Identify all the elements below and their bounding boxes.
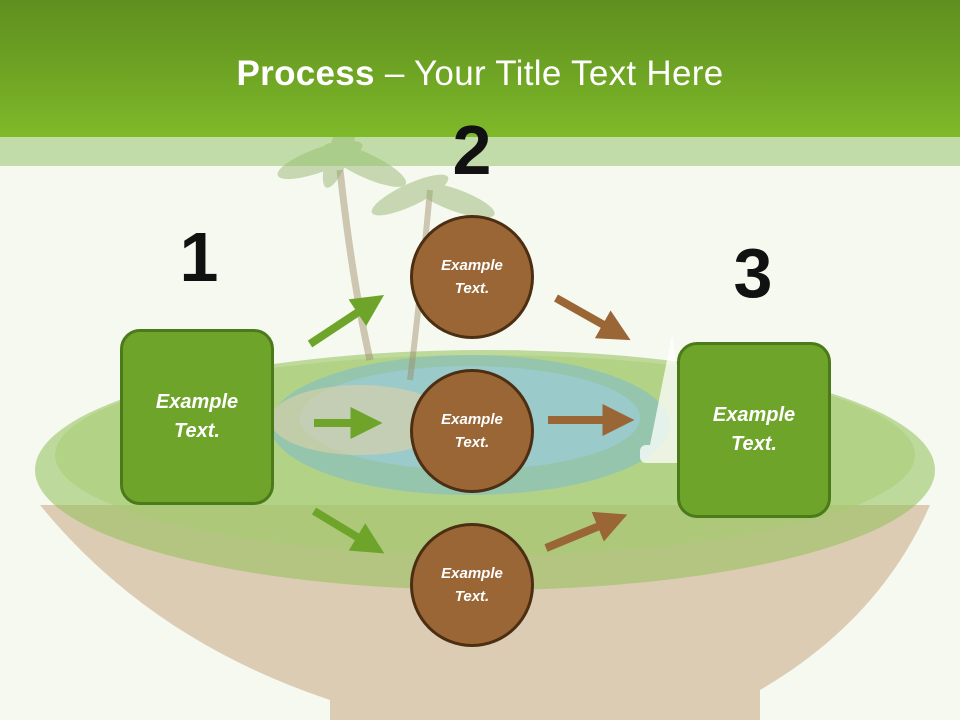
step-number-1: 1 xyxy=(179,218,219,296)
step-number-3: 3 xyxy=(733,234,773,312)
step-number-2: 2 xyxy=(452,111,492,189)
title-banner xyxy=(0,0,960,137)
circle-bottom-text: Example Text. xyxy=(441,565,503,605)
circle-middle-text: Example Text. xyxy=(441,411,503,451)
step1-box-text: Example Text. xyxy=(155,391,239,442)
title-strong: Process xyxy=(236,54,375,93)
step3-box: Example Text. xyxy=(677,342,831,518)
step1-box: Example Text. xyxy=(120,329,274,505)
title-rest: – Your Title Text Here xyxy=(374,54,724,93)
step2-circle-middle: Example Text. xyxy=(410,369,534,493)
step3-box-text: Example Text. xyxy=(712,404,796,455)
step2-circle-top: Example Text. xyxy=(410,215,534,339)
title-banner-strip xyxy=(0,137,960,166)
circle-top-text: Example Text. xyxy=(441,257,503,297)
slide-title: Process – Your Title Text Here xyxy=(0,52,960,96)
step2-circle-bottom: Example Text. xyxy=(410,523,534,647)
